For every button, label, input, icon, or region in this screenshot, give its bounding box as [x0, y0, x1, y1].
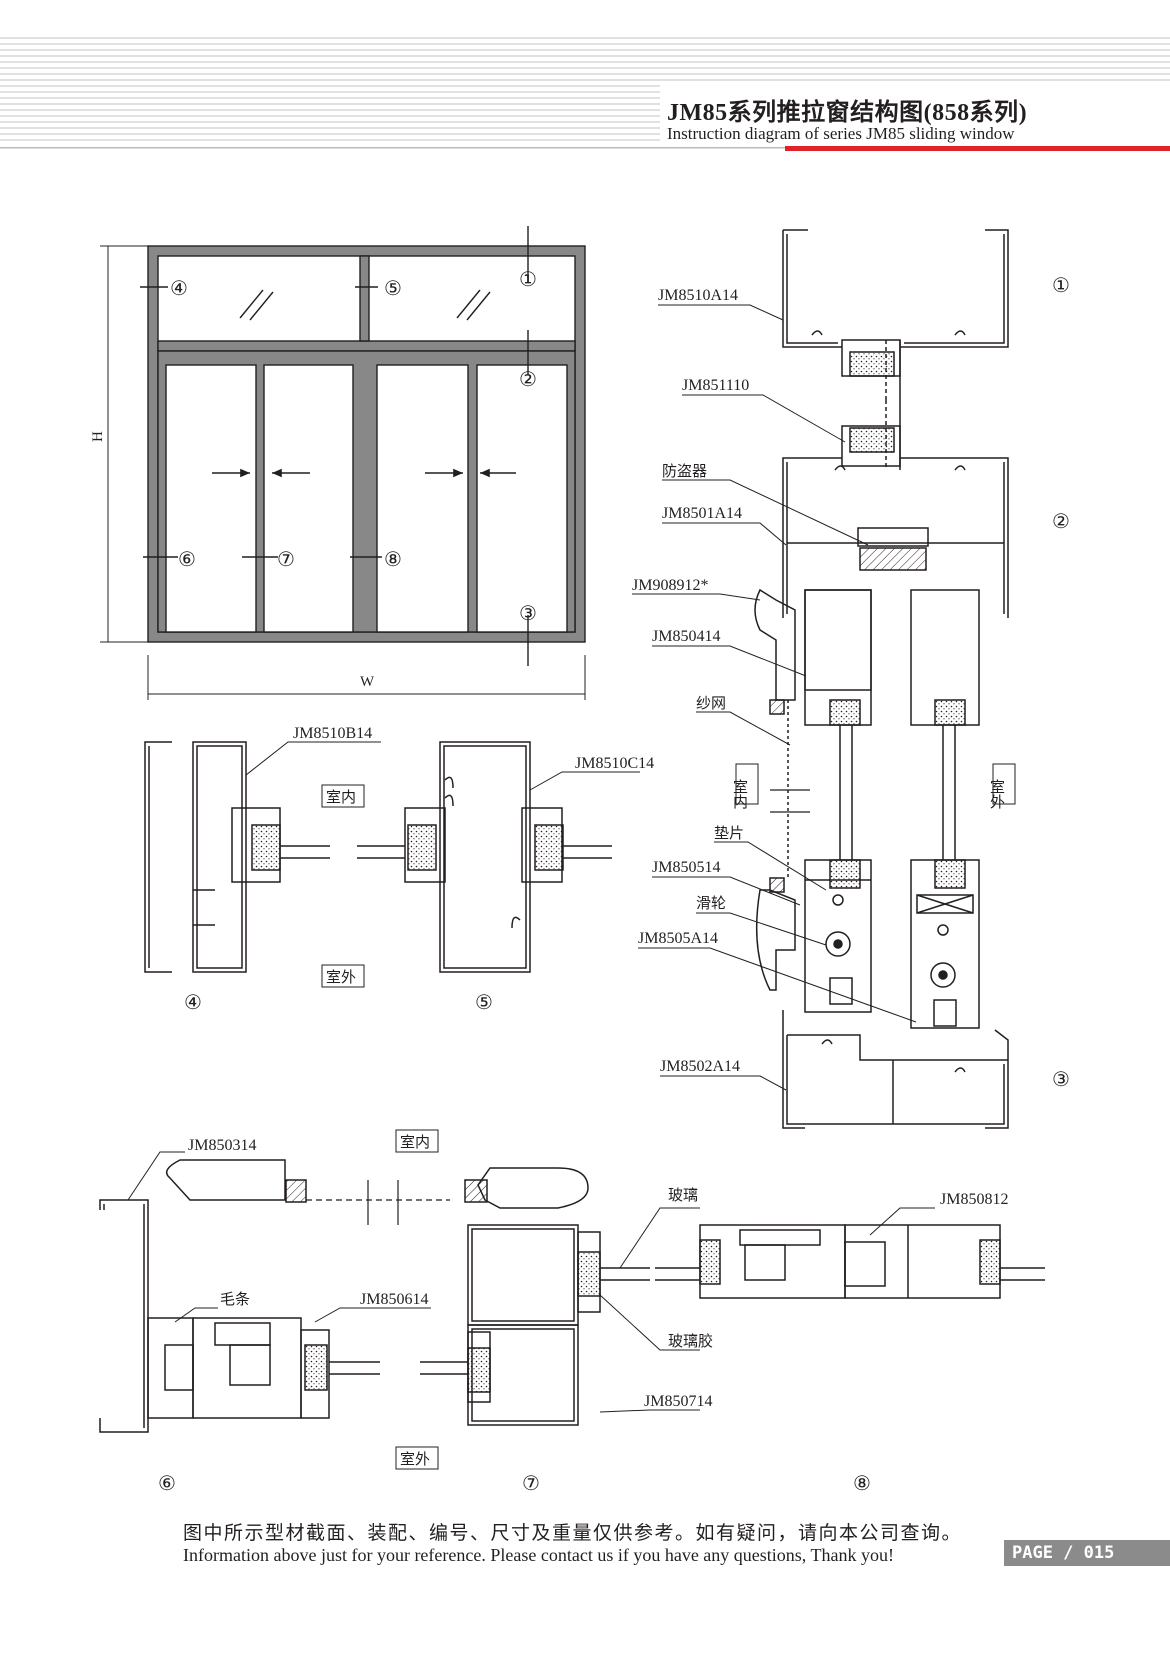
s45-indoor: 室内 — [326, 789, 356, 806]
label-jm8505a14: JM8505A14 — [638, 930, 718, 947]
label-jm908912: JM908912* — [632, 577, 708, 594]
sec45-leaders — [245, 741, 640, 791]
label-jm850714: JM850714 — [644, 1393, 712, 1410]
vs-marker-1: ① — [1052, 275, 1070, 297]
label-jm851110: JM851110 — [682, 377, 749, 394]
vs-leaders — [632, 304, 917, 1091]
section-4-5 — [144, 741, 612, 973]
label-pulley: 滑轮 — [696, 894, 726, 912]
vs-room-tags: 室内 室外 — [731, 763, 1016, 810]
vertical-section-markers: ① ② ③ — [1052, 275, 1070, 1091]
marker-8-section: ⑧ — [853, 1473, 871, 1495]
marker-7-section: ⑦ — [522, 1473, 540, 1495]
marker-5-section: ⑤ — [475, 992, 493, 1014]
page-number-badge: PAGE / 015 — [1004, 1540, 1170, 1566]
vs-indoor: 室内 — [731, 779, 748, 810]
s45-outdoor: 室外 — [326, 969, 356, 986]
label-screen: 纱网 — [696, 694, 726, 712]
label-anti-theft: 防盗器 — [662, 462, 707, 480]
label-brush: 毛条 — [220, 1290, 250, 1308]
header-stripes — [0, 37, 1170, 151]
marker-1: ① — [519, 269, 537, 291]
s678-outdoor: 室外 — [400, 1451, 430, 1468]
sec678-breaks — [306, 1180, 450, 1225]
vs-marker-2: ② — [1052, 511, 1070, 533]
label-jm8510b14: JM8510B14 — [293, 725, 372, 742]
marker-8: ⑧ — [384, 549, 402, 571]
label-jm850414: JM850414 — [652, 628, 720, 645]
vs-labels: JM8510A14 JM851110 防盗器 JM8501A14 JM90891… — [632, 287, 749, 1075]
label-jm8501a14: JM8501A14 — [662, 505, 742, 522]
marker-3: ③ — [519, 603, 537, 625]
label-spacer: 垫片 — [714, 824, 744, 842]
vs-marker-3: ③ — [1052, 1069, 1070, 1091]
s678-indoor: 室内 — [400, 1134, 430, 1151]
label-jm850614: JM850614 — [360, 1291, 428, 1308]
elevation-markers: ① ② ③ ④ ⑤ ⑥ ⑦ ⑧ — [170, 269, 537, 625]
label-jm8502a14: JM8502A14 — [660, 1058, 740, 1075]
footer-note-en: Information above just for your referenc… — [183, 1545, 894, 1565]
width-label: W — [360, 674, 375, 690]
marker-4-section: ④ — [184, 992, 202, 1014]
vs-outdoor: 室外 — [988, 779, 1005, 809]
vertical-section — [754, 229, 1009, 1129]
sec678-leaders — [127, 1151, 935, 1413]
section-break-marks — [770, 789, 810, 813]
label-jm8510c14: JM8510C14 — [575, 755, 654, 772]
marker-6: ⑥ — [178, 549, 196, 571]
label-jm850314: JM850314 — [188, 1137, 256, 1154]
marker-2: ② — [519, 369, 537, 391]
height-label: H — [90, 431, 106, 442]
window-elevation — [100, 226, 586, 700]
footer-note-cn: 图中所示型材截面、装配、编号、尺寸及重量仅供参考。如有疑问，请向本公司查询。 — [183, 1522, 963, 1544]
sec678-labels: JM850314 毛条 JM850614 玻璃 玻璃胶 JM850714 JM8… — [188, 1137, 1008, 1410]
label-jm850812: JM850812 — [940, 1191, 1008, 1208]
header-accent-bar — [785, 146, 1170, 151]
page-title: JM85系列推拉窗结构图(858系列) — [667, 100, 1028, 126]
label-jm850514: JM850514 — [652, 859, 720, 876]
section-6-7-8 — [99, 1159, 1045, 1433]
marker-4: ④ — [170, 278, 188, 300]
marker-5: ⑤ — [384, 278, 402, 300]
marker-7: ⑦ — [277, 549, 295, 571]
page-subtitle: Instruction diagram of series JM85 slidi… — [667, 124, 1015, 143]
label-jm8510a14: JM8510A14 — [658, 287, 738, 304]
marker-6-section: ⑥ — [158, 1473, 176, 1495]
label-glass: 玻璃 — [668, 1186, 698, 1204]
label-sealant: 玻璃胶 — [668, 1332, 713, 1350]
